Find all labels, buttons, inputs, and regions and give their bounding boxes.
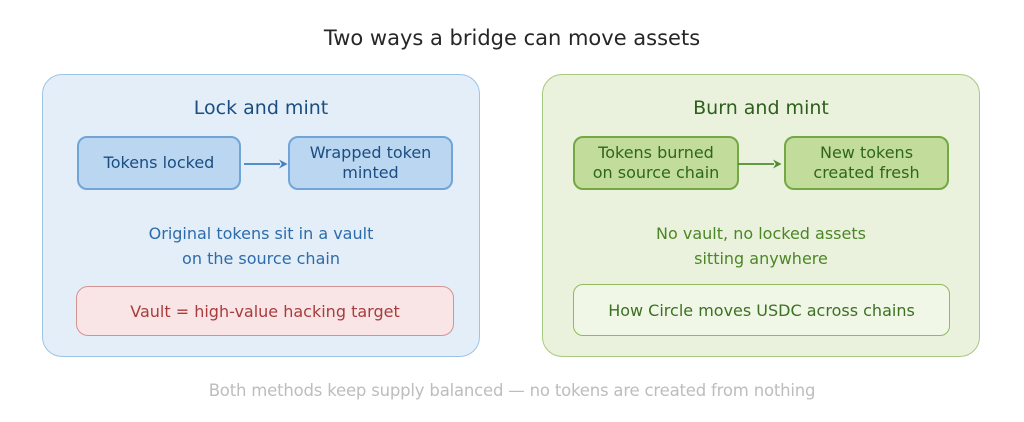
lock-mint-heading: Lock and mint <box>193 97 329 119</box>
arrow-right-icon <box>244 159 288 169</box>
footer-caption: Both methods keep supply balanced — no t… <box>208 381 816 400</box>
burn-mint-heading: Burn and mint <box>693 97 829 119</box>
panel-burn-and-mint: Burn and mint Tokens burned on source ch… <box>542 74 980 357</box>
diagram-title: Two ways a bridge can move assets <box>323 26 701 50</box>
node-tokens-locked: Tokens locked <box>77 136 241 190</box>
panel-lock-and-mint: Lock and mint Tokens locked Wrapped toke… <box>42 74 480 357</box>
node-tokens-burned: Tokens burned on source chain <box>573 136 739 190</box>
arrow-right-icon <box>738 159 782 169</box>
node-wrapped-token-minted: Wrapped token minted <box>288 136 453 190</box>
node-new-tokens-created: New tokens created fresh <box>784 136 949 190</box>
vault-warning-box: Vault = high-value hacking target <box>76 286 454 336</box>
circle-usdc-note-box: How Circle moves USDC across chains <box>573 284 950 336</box>
burn-mint-description: No vault, no locked assets sitting anywh… <box>656 224 866 268</box>
lock-mint-description: Original tokens sit in a vault on the so… <box>148 224 374 268</box>
